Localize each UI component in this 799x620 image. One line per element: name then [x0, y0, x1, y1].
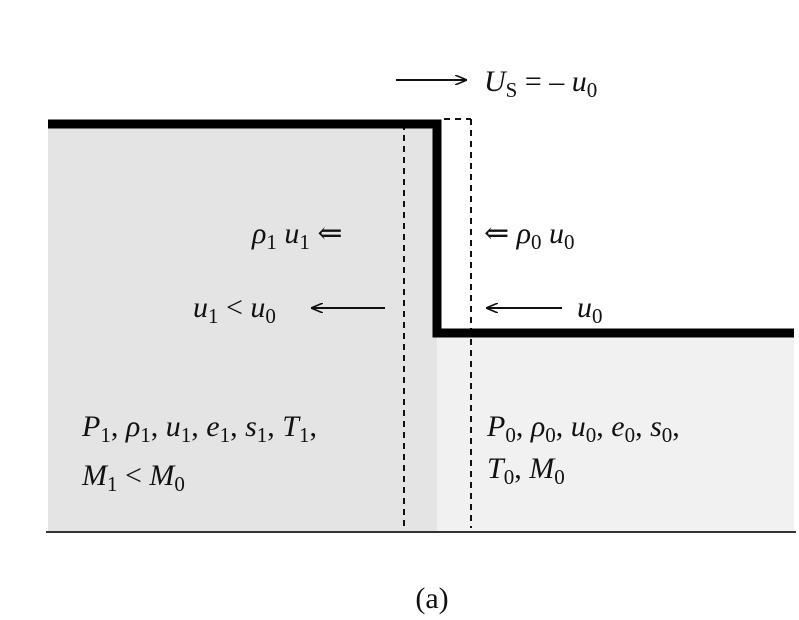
state-right-line2: T0, M0	[487, 452, 565, 489]
figure-caption: (a)	[415, 582, 448, 615]
mass-flux-left-label: ρ1 u1 ⇐	[251, 217, 343, 254]
region-left-fill	[48, 124, 437, 532]
state-left-line1: P1, ρ1, u1, e1, s1, T1,	[81, 410, 317, 447]
region-right-fill	[437, 333, 794, 532]
shock-wall	[48, 119, 794, 338]
state-right-line1: P0, ρ0, u0, e0, s0,	[486, 410, 680, 447]
state-left-line2: M1 < M0	[81, 459, 185, 496]
velocity-left-label: u1 < u0	[193, 291, 276, 328]
velocity-right-label: u0	[577, 291, 603, 328]
shock-speed-label: US = – u0	[484, 65, 597, 102]
mass-flux-right-label: ⇐ ρ0 u0	[484, 217, 575, 254]
